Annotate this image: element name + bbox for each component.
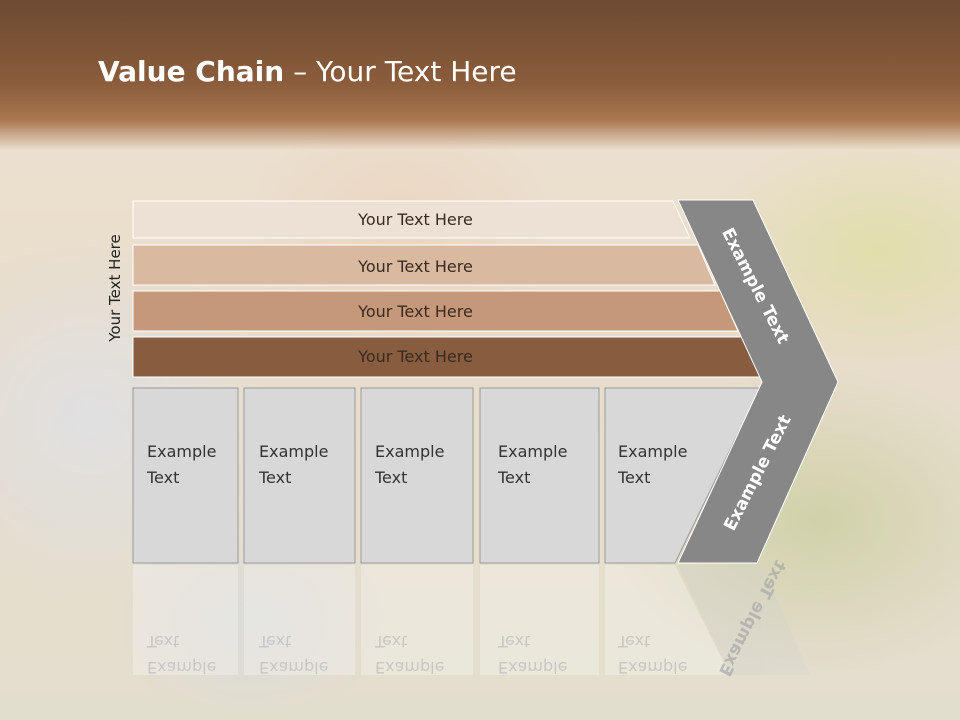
cell-2-line1: Example [259, 442, 329, 461]
cell-1-label: Example Text [147, 439, 216, 491]
cell-1-reflection-line1: Example [147, 658, 217, 677]
cell-4-line1: Example [498, 442, 568, 461]
cell-4[interactable] [479, 387, 600, 564]
band-4-label: Your Text Here [358, 346, 473, 366]
band-2-label: Your Text Here [358, 256, 473, 276]
cell-3-line1: Example [375, 442, 445, 461]
band-1-label: Your Text Here [358, 209, 473, 229]
cell-2-reflection-line2: Text [259, 632, 292, 651]
chevron-arrow[interactable] [677, 199, 839, 564]
cell-2[interactable] [243, 387, 356, 564]
cell-4-reflection: Example Text [498, 628, 567, 680]
slide-title: Value Chain – Your Text Here [98, 55, 517, 88]
cell-5[interactable] [604, 387, 761, 564]
cell-3-reflection: Example Text [375, 628, 444, 680]
cell-3-reflection-line2: Text [375, 632, 408, 651]
cell-4-label: Example Text [498, 439, 567, 491]
band-2[interactable] [132, 244, 716, 286]
cell-5-reflection: Example Text [618, 628, 687, 680]
cell-1-reflection-line2: Text [147, 632, 180, 651]
title-bold: Value Chain [98, 55, 285, 88]
title-rest: – Your Text Here [284, 55, 517, 88]
cell-2-reflection: Example Text [259, 628, 328, 680]
cell-2-reflection-line1: Example [259, 658, 329, 677]
cell-2-label: Example Text [259, 439, 328, 491]
cell-5-line2: Text [618, 468, 651, 487]
title-bar [0, 0, 960, 150]
cell-3-reflection-line1: Example [375, 658, 445, 677]
cell-5-label: Example Text [618, 439, 687, 491]
cell-1[interactable] [132, 387, 239, 564]
cell-1-line1: Example [147, 442, 217, 461]
cell-1-reflection: Example Text [147, 628, 216, 680]
cell-3-label: Example Text [375, 439, 444, 491]
cell-5-reflection-line2: Text [618, 632, 651, 651]
cell-4-line2: Text [498, 468, 531, 487]
cell-4-reflection-line2: Text [498, 632, 531, 651]
band-3-label: Your Text Here [358, 301, 473, 321]
cell-2-line2: Text [259, 468, 292, 487]
cell-5-line1: Example [618, 442, 688, 461]
band-1[interactable] [132, 200, 691, 239]
cell-3-line2: Text [375, 468, 408, 487]
cell-5-reflection-line1: Example [618, 658, 688, 677]
cell-3[interactable] [360, 387, 474, 564]
cell-4-reflection-line1: Example [498, 658, 568, 677]
cell-1-line2: Text [147, 468, 180, 487]
cells-reflection [133, 565, 810, 675]
